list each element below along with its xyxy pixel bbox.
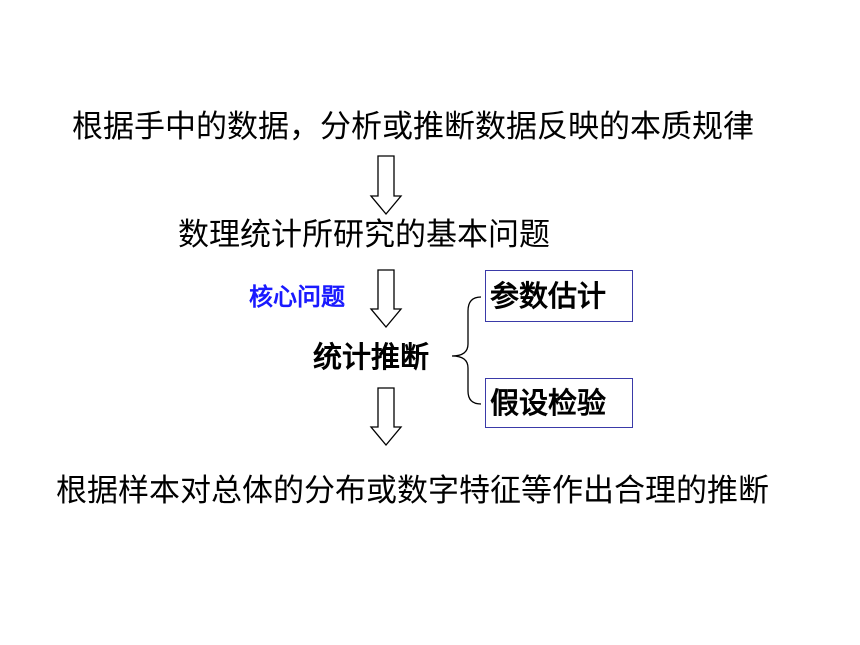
down-arrow-1	[369, 155, 403, 216]
parameter-estimation-label: 参数估计	[490, 278, 607, 313]
statistical-inference: 统计推断	[313, 340, 430, 374]
down-arrow-2	[369, 269, 403, 329]
top-statement: 根据手中的数据，分析或推断数据反映的本质规律	[72, 109, 754, 145]
basic-problem: 数理统计所研究的基本问题	[178, 217, 550, 253]
core-problem-label: 核心问题	[249, 283, 345, 311]
down-arrow-3	[369, 387, 403, 447]
hypothesis-testing-label: 假设检验	[490, 385, 607, 420]
parameter-estimation-box: 参数估计	[485, 270, 633, 322]
hypothesis-testing-box: 假设检验	[485, 378, 633, 428]
bottom-statement: 根据样本对总体的分布或数字特征等作出合理的推断	[56, 473, 769, 509]
brace	[451, 296, 482, 405]
